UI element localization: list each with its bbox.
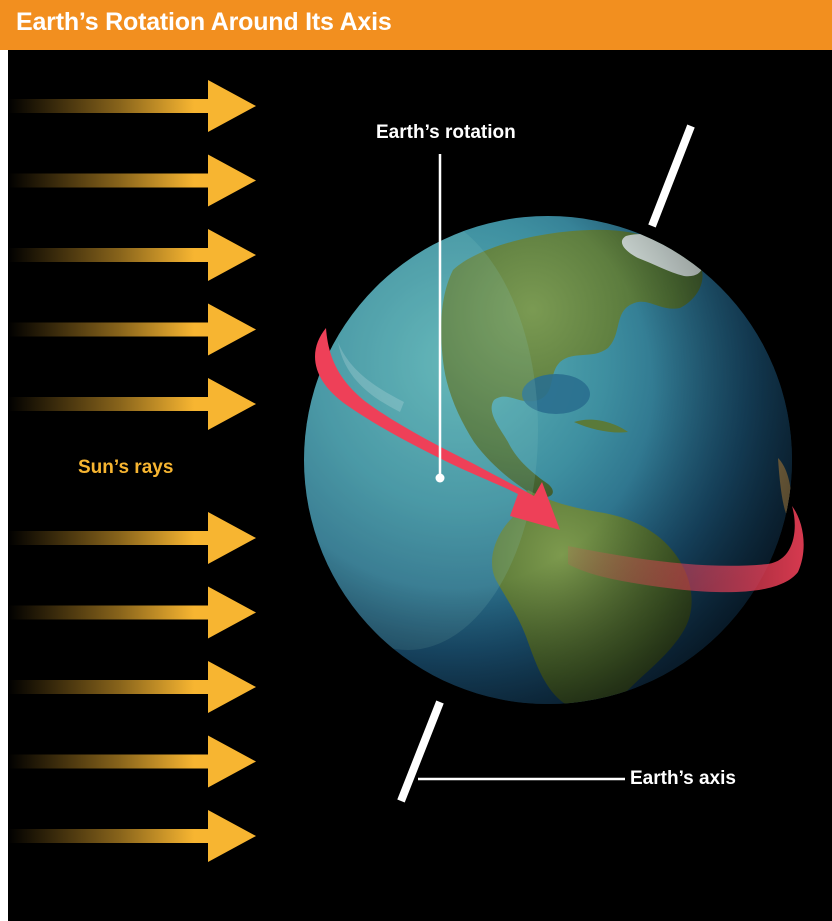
rotation-ring-back bbox=[568, 506, 804, 593]
sun-ray-arrow bbox=[8, 154, 256, 207]
figure-title: Earth’s Rotation Around Its Axis bbox=[16, 8, 392, 36]
sun-ray-arrow bbox=[8, 512, 256, 564]
sun-ray-arrow bbox=[8, 586, 256, 639]
rotation-arrow bbox=[315, 328, 560, 530]
sun-rays-label: Sun’s rays bbox=[78, 457, 174, 478]
earth-rotation-label: Earth’s rotation bbox=[376, 122, 516, 143]
sun-ray-arrow bbox=[8, 80, 256, 132]
sun-ray-arrow bbox=[8, 661, 256, 713]
sun-ray-arrow bbox=[8, 303, 256, 356]
title-bar: Earth’s Rotation Around Its Axis bbox=[0, 0, 832, 50]
earth-globe bbox=[304, 216, 792, 704]
diagram-panel: Sun’s rays Earth’s rotation Earth’s axis bbox=[8, 50, 832, 921]
sun-ray-arrow bbox=[8, 229, 256, 281]
axis-top-line bbox=[648, 124, 695, 228]
sun-ray-arrow bbox=[8, 378, 256, 430]
axis-bottom-line bbox=[397, 700, 444, 803]
sun-ray-arrow bbox=[8, 735, 256, 788]
sun-ray-arrow bbox=[8, 810, 256, 862]
earth-axis-label: Earth’s axis bbox=[630, 768, 736, 789]
rotation-leader-dot bbox=[435, 473, 445, 483]
sun-rays bbox=[8, 80, 256, 862]
diagram-art bbox=[8, 80, 804, 862]
